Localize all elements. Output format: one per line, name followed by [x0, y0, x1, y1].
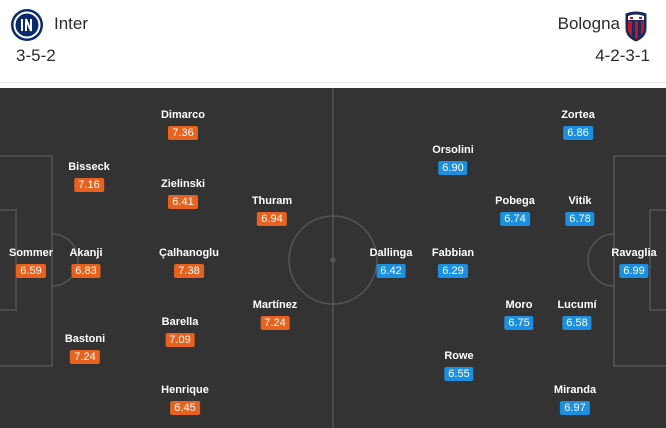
player-name: Moro	[505, 299, 533, 311]
player-name: Çalhanoglu	[159, 247, 219, 259]
player-away-ravaglia[interactable]: Ravaglia 6.99	[611, 247, 657, 279]
player-away-pobega[interactable]: Pobega 6.74	[495, 195, 535, 227]
away-formation: 4-2-3-1	[595, 46, 650, 65]
player-name: Dallinga	[369, 247, 413, 259]
player-name: Zortea	[561, 109, 595, 121]
player-home-dimarco[interactable]: Dimarco 7.36	[161, 109, 205, 141]
player-away-vitik[interactable]: Vitík 6.78	[565, 195, 595, 227]
player-away-zortea[interactable]: Zortea 6.86	[561, 109, 595, 141]
player-rating: 6.45	[170, 401, 200, 415]
player-name: Fabbian	[431, 247, 475, 259]
player-rating: 6.94	[257, 212, 287, 226]
player-rating: 6.41	[168, 195, 198, 209]
player-away-fabbian[interactable]: Fabbian 6.29	[432, 247, 474, 279]
player-home-akanji[interactable]: Akanji 6.83	[69, 247, 103, 279]
player-name: Akanji	[69, 247, 103, 259]
player-name: Barella	[161, 316, 199, 328]
player-name: Thuram	[251, 195, 293, 207]
player-home-zielinski[interactable]: Zielinski 6.41	[161, 178, 205, 210]
player-home-henrique[interactable]: Henrique 6.45	[161, 384, 209, 416]
player-name: Vitík	[568, 195, 592, 207]
player-rating: 6.75	[504, 316, 534, 330]
player-rating: 6.55	[444, 367, 474, 381]
inter-crest-icon	[11, 9, 43, 41]
player-name: Rowe	[444, 350, 474, 362]
home-formation: 3-5-2	[16, 46, 56, 65]
player-rating: 6.78	[565, 212, 595, 226]
player-away-orsolini[interactable]: Orsolini 6.90	[432, 144, 474, 176]
player-rating: 7.09	[165, 333, 195, 347]
player-rating: 7.24	[260, 316, 290, 330]
player-name: Henrique	[161, 384, 209, 396]
player-rating: 6.86	[563, 126, 593, 140]
player-home-sommer[interactable]: Sommer 6.59	[9, 247, 53, 279]
player-rating: 6.90	[438, 161, 468, 175]
player-home-thuram[interactable]: Thuram 6.94	[252, 195, 292, 227]
player-rating: 7.16	[74, 178, 104, 192]
player-away-rowe[interactable]: Rowe 6.55	[444, 350, 474, 382]
home-team-name[interactable]: Inter	[54, 14, 89, 33]
player-rating: 7.36	[168, 126, 198, 140]
player-home-martinez[interactable]: Martínez 7.24	[252, 299, 298, 331]
player-name: Miranda	[553, 384, 597, 396]
player-rating: 6.74	[500, 212, 530, 226]
player-away-miranda[interactable]: Miranda 6.97	[554, 384, 596, 416]
player-home-bisseck[interactable]: Bisseck 7.16	[68, 161, 110, 193]
pitch: Sommer 6.59 Bisseck 7.16 Akanji 6.83 Bas…	[0, 88, 666, 428]
player-name: Pobega	[495, 195, 535, 207]
bologna-crest-icon	[625, 11, 647, 42]
player-away-dallinga[interactable]: Dallinga 6.42	[369, 247, 413, 279]
match-header: Inter 3-5-2 Bologna 4-2-3-1	[0, 0, 666, 83]
player-rating: 6.29	[438, 264, 468, 278]
player-home-calhanoglu[interactable]: Çalhanoglu 7.38	[159, 247, 219, 279]
player-name: Ravaglia	[611, 247, 657, 259]
player-rating: 7.38	[174, 264, 204, 278]
player-name: Zielinski	[160, 178, 206, 190]
player-name: Dimarco	[160, 109, 206, 121]
player-rating: 6.58	[562, 316, 592, 330]
player-name: Orsolini	[432, 144, 474, 156]
away-team-name[interactable]: Bologna	[557, 14, 620, 33]
player-rating: 7.24	[70, 350, 100, 364]
player-rating: 6.42	[376, 264, 406, 278]
player-rating: 6.99	[619, 264, 649, 278]
player-name: Martínez	[252, 299, 298, 311]
player-away-moro[interactable]: Moro 6.75	[504, 299, 534, 331]
player-name: Lucumí	[557, 299, 597, 311]
player-name: Bisseck	[68, 161, 110, 173]
player-home-bastoni[interactable]: Bastoni 7.24	[65, 333, 105, 365]
pitch-lines	[0, 88, 666, 428]
player-rating: 6.83	[71, 264, 101, 278]
player-home-barella[interactable]: Barella 7.09	[161, 316, 199, 348]
player-name: Sommer	[8, 247, 54, 259]
player-away-lucumi[interactable]: Lucumí 6.58	[557, 299, 597, 331]
player-name: Bastoni	[64, 333, 106, 345]
player-rating: 6.59	[16, 264, 46, 278]
player-rating: 6.97	[560, 401, 590, 415]
